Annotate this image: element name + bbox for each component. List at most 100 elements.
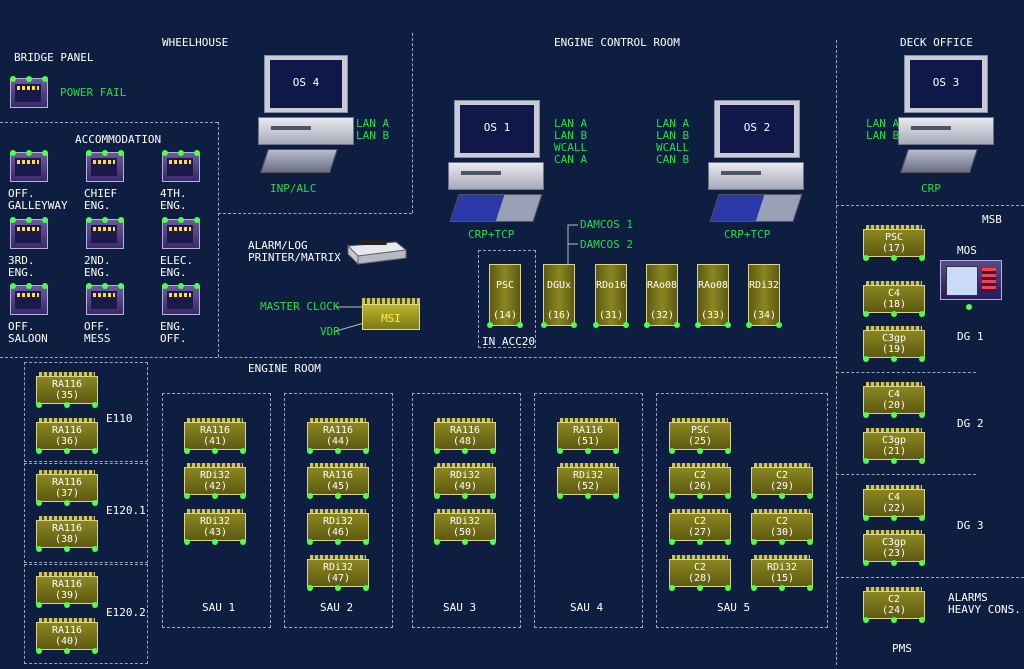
bridge-panel-title: BRIDGE PANEL — [14, 51, 94, 64]
io-module[interactable]: RDi32(47) — [307, 555, 369, 591]
io-module[interactable]: RA116(37) — [36, 470, 98, 506]
module-name: RA116 — [51, 523, 83, 534]
io-module[interactable]: C2(28) — [669, 555, 731, 591]
module-number: (44) — [325, 436, 351, 447]
e120-2-box — [24, 564, 148, 664]
module-name: RDi32 — [449, 470, 481, 481]
os3-lan-label: LAN A LAN B — [866, 117, 900, 142]
module-name: RA116 — [51, 579, 83, 590]
module-number: (49) — [452, 481, 478, 492]
accommodation-panel[interactable] — [162, 283, 200, 315]
workstation-os4[interactable]: OS 4 — [258, 55, 354, 185]
io-module[interactable]: RA116(39) — [36, 572, 98, 608]
msb-title: MSB — [982, 213, 1002, 226]
ecr-module[interactable]: DGUx(16) — [541, 264, 577, 330]
io-module[interactable]: RA116(44) — [307, 418, 369, 454]
module-name: RDi32 — [322, 562, 354, 573]
workstation-os3[interactable]: OS 3 — [898, 55, 994, 185]
ecr-module[interactable]: PSC(14) — [487, 264, 523, 330]
accommodation-panel[interactable] — [86, 217, 124, 249]
io-module[interactable]: RDi32(52) — [557, 463, 619, 499]
io-module[interactable]: PSC(25) — [669, 418, 731, 454]
printer-label: ALARM/LOG PRINTER/MATRIX — [248, 239, 341, 264]
divider — [0, 357, 836, 358]
io-module[interactable]: RA116(41) — [184, 418, 246, 454]
io-module[interactable]: PSC(17) — [863, 225, 925, 261]
accommodation-panel-label: 3RD. ENG. — [8, 254, 35, 279]
module-number: (25) — [687, 436, 713, 447]
module-number: (32) — [649, 310, 675, 321]
io-module[interactable]: RDi32(43) — [184, 509, 246, 545]
io-module[interactable]: C3gp(23) — [863, 530, 925, 566]
accommodation-panel[interactable] — [10, 283, 48, 315]
io-module[interactable]: RA116(51) — [557, 418, 619, 454]
io-module[interactable]: C4(18) — [863, 281, 925, 317]
io-module[interactable]: C3gp(21) — [863, 428, 925, 464]
accommodation-panel-label: ELEC. ENG. — [160, 254, 194, 279]
module-name: RDi32 — [572, 470, 604, 481]
ecr-module[interactable]: RAo08(33) — [695, 264, 731, 330]
io-module[interactable]: C2(27) — [669, 509, 731, 545]
engine-control-room-title: ENGINE CONTROL ROOM — [554, 36, 680, 49]
accommodation-panel[interactable] — [10, 150, 48, 182]
mos-status-dot — [966, 304, 972, 310]
ecr-module[interactable]: RDo16(31) — [593, 264, 629, 330]
module-number: (40) — [54, 636, 80, 647]
divider — [0, 122, 218, 123]
io-module[interactable]: RDi32(42) — [184, 463, 246, 499]
ecr-module[interactable]: RAo08(32) — [644, 264, 680, 330]
io-module[interactable]: RA116(48) — [434, 418, 496, 454]
workstation-os1[interactable]: OS 1 — [448, 100, 544, 230]
sau1-label: SAU 1 — [202, 601, 236, 614]
module-name: C3gp — [881, 435, 907, 446]
accommodation-panel-label: OFF. SALOON — [8, 320, 48, 345]
io-module[interactable]: C4(20) — [863, 382, 925, 418]
e110-label: E110 — [106, 412, 133, 425]
module-name: C2 — [693, 562, 707, 573]
sau3-box — [412, 393, 521, 628]
io-module[interactable]: RDi32(50) — [434, 509, 496, 545]
master-clock-label: MASTER CLOCK — [260, 300, 340, 313]
bridge-panel-unit[interactable] — [10, 76, 48, 108]
accommodation-panel[interactable] — [86, 150, 124, 182]
io-module[interactable]: RDi32(15) — [751, 555, 813, 591]
mos-unit[interactable] — [940, 260, 1002, 300]
io-module[interactable]: C2(30) — [751, 509, 813, 545]
io-module[interactable]: RA116(36) — [36, 418, 98, 454]
accommodation-panel[interactable] — [86, 283, 124, 315]
io-module[interactable]: C2(24) — [863, 587, 925, 623]
accommodation-panel[interactable] — [162, 150, 200, 182]
accommodation-panel[interactable] — [10, 217, 48, 249]
os4-caption: INP/ALC — [270, 182, 317, 195]
accommodation-panel[interactable] — [162, 217, 200, 249]
io-module[interactable]: C2(29) — [751, 463, 813, 499]
module-number: (36) — [54, 436, 80, 447]
io-module[interactable]: RA116(45) — [307, 463, 369, 499]
module-name: RA116 — [199, 425, 231, 436]
os1-screen-label: OS 1 — [483, 121, 511, 134]
io-module[interactable]: C3gp(19) — [863, 326, 925, 362]
vdr-label: VDR — [320, 325, 340, 338]
io-module[interactable]: C2(26) — [669, 463, 731, 499]
module-name: C2 — [775, 470, 789, 481]
io-module[interactable]: RDi32(46) — [307, 509, 369, 545]
sau4-label: SAU 4 — [570, 601, 604, 614]
module-name: C2 — [775, 516, 789, 527]
clock-connector — [336, 306, 365, 332]
printer-icon[interactable] — [344, 236, 408, 266]
module-name: C3gp — [881, 537, 907, 548]
os2-caption: CRP+TCP — [724, 228, 771, 241]
ecr-module[interactable]: RDi32(34) — [746, 264, 782, 330]
io-module[interactable]: RA116(38) — [36, 516, 98, 552]
msi-label: MSI — [381, 312, 401, 325]
io-module[interactable]: RA116(40) — [36, 618, 98, 654]
module-number: (51) — [575, 436, 601, 447]
module-name: RA116 — [449, 425, 481, 436]
io-module[interactable]: RA116(35) — [36, 372, 98, 408]
msi-unit[interactable]: MSI — [362, 298, 420, 334]
io-module[interactable]: C4(22) — [863, 485, 925, 521]
module-number: (20) — [881, 400, 907, 411]
io-module[interactable]: RDi32(49) — [434, 463, 496, 499]
workstation-os2[interactable]: OS 2 — [708, 100, 804, 230]
module-number: (23) — [881, 548, 907, 559]
